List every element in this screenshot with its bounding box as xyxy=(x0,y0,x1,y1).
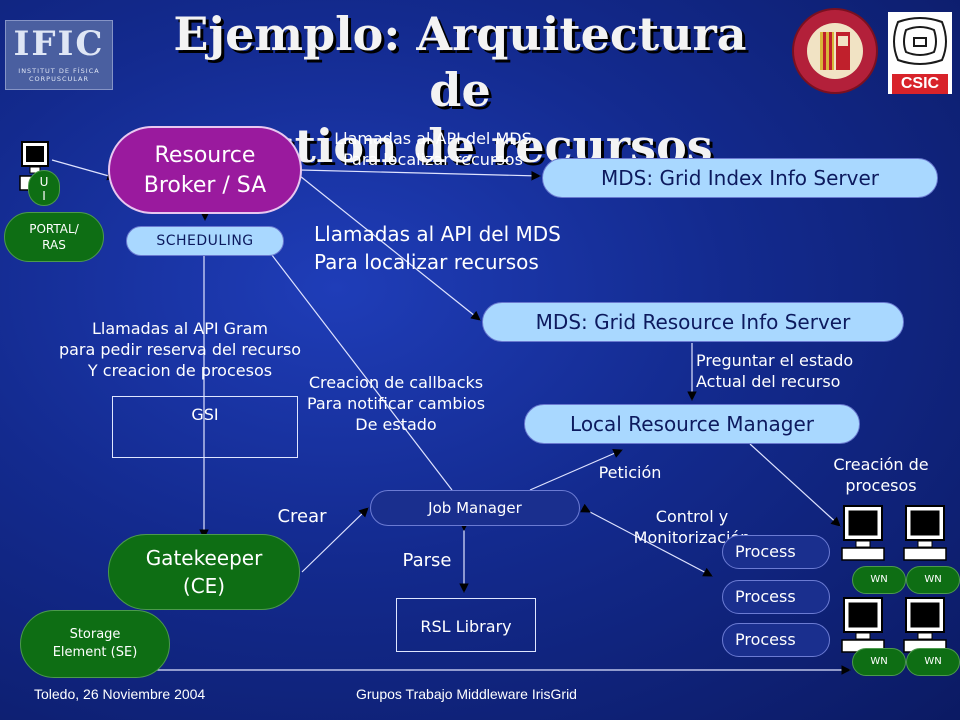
jobmanager-to-lrm-arrow xyxy=(529,449,623,491)
resource-broker-node[interactable]: Resource Broker / SA xyxy=(108,126,302,214)
lrm-to-wn-arrow xyxy=(749,443,841,527)
peticion-label: Petición xyxy=(598,463,662,482)
gsi-box[interactable]: GSI xyxy=(112,396,298,458)
preguntar-label: Preguntar el estado Actual del recurso xyxy=(696,351,854,391)
scheduling-node[interactable]: SCHEDULING xyxy=(126,226,284,256)
gram-call-label: Llamadas al API Gram para pedir reserva … xyxy=(58,319,302,380)
local-resource-manager-node[interactable]: Local Resource Manager xyxy=(524,404,860,444)
wn-badge-1[interactable]: WN xyxy=(852,566,906,594)
control-label: Control y Monitorización xyxy=(633,507,751,547)
broker-to-mds-resource-arrow xyxy=(299,175,481,321)
worker-node-computers xyxy=(841,505,947,653)
footer-location-date: Toledo, 26 Noviembre 2004 xyxy=(34,686,206,702)
mds-call-mid-label: Llamadas al API del MDS Para localizar r… xyxy=(314,222,561,274)
parse-label: Parse xyxy=(402,550,452,571)
mds-call-top-label: Llamadas al API del MDS Para localizar r… xyxy=(334,129,532,169)
university-seal-logo xyxy=(792,8,878,94)
process-3[interactable]: Process xyxy=(722,623,830,657)
wn-badge-4[interactable]: WN xyxy=(906,648,960,676)
broker-to-mds-index-arrow xyxy=(299,169,541,181)
gatekeeper-to-jobmanager-arrow xyxy=(301,507,369,573)
ui-badge[interactable]: U I xyxy=(28,170,60,206)
storage-element-node[interactable]: Storage Element (SE) xyxy=(20,610,170,678)
footer-group: Grupos Trabajo Middleware IrisGrid xyxy=(356,686,577,702)
wn-computer-1 xyxy=(841,505,885,561)
creacion-procesos-label: Creación de procesos xyxy=(833,455,929,495)
wn-computer-2 xyxy=(903,505,947,561)
portal-ras-node[interactable]: PORTAL/ RAS xyxy=(4,212,104,262)
rsl-library-box[interactable]: RSL Library xyxy=(396,598,536,652)
jobmanager-callback-arrow xyxy=(264,245,453,491)
gatekeeper-node[interactable]: Gatekeeper (CE) xyxy=(108,534,300,610)
callbacks-label: Creacion de callbacks Para notificar cam… xyxy=(306,373,486,434)
mds-index-node[interactable]: MDS: Grid Index Info Server xyxy=(542,158,938,198)
wn-computer-3 xyxy=(841,597,885,653)
crear-label: Crear xyxy=(277,506,327,527)
wn-computer-4 xyxy=(903,597,947,653)
process-1[interactable]: Process xyxy=(722,535,830,569)
process-2[interactable]: Process xyxy=(722,580,830,614)
job-manager-node[interactable]: Job Manager xyxy=(370,490,580,526)
control-arrow xyxy=(580,503,713,577)
mds-resource-node[interactable]: MDS: Grid Resource Info Server xyxy=(482,302,904,342)
ui-to-broker-arrow xyxy=(51,159,117,181)
ific-logo: IFIC INSTITUT DE FÍSICA CORPUSCULAR xyxy=(5,20,113,90)
wn-badge-3[interactable]: WN xyxy=(852,648,906,676)
wn-badge-2[interactable]: WN xyxy=(906,566,960,594)
csic-logo: CSIC xyxy=(888,12,952,94)
